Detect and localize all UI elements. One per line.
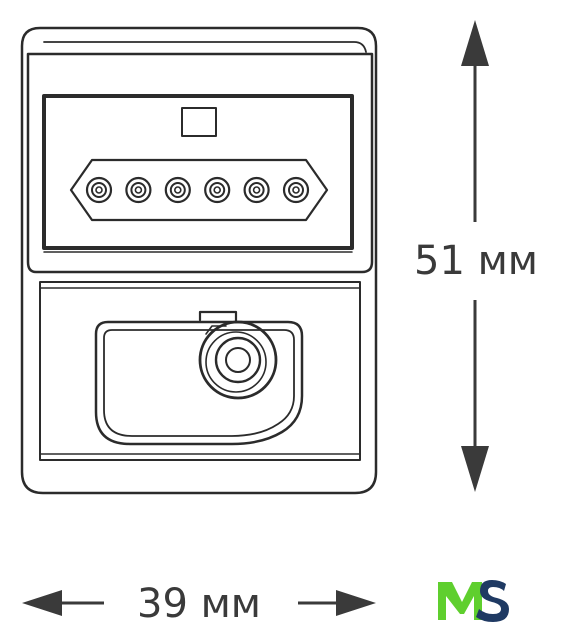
lens-housing-inner (103, 329, 295, 437)
lens-outer-ring (198, 320, 278, 400)
height-label: 51 мм (414, 238, 538, 284)
lower-panel (39, 281, 361, 461)
connector-jack-ring (169, 182, 186, 198)
connector-jack (204, 176, 231, 204)
connector-jack-pin (252, 186, 261, 194)
connector-jack-pin (95, 186, 103, 194)
connector-jack-ring (209, 182, 226, 198)
connector-jack-ring (130, 182, 147, 198)
height-dimension: 51 мм (414, 20, 538, 492)
device-drawing (20, 26, 378, 495)
connector-jack-ring (288, 182, 304, 198)
connector-jack-pin (292, 186, 300, 194)
width-arrow-left-head (22, 590, 62, 616)
connector-group (85, 176, 310, 204)
connector-jack-ring (248, 182, 265, 198)
width-arrow-right-head (336, 590, 376, 616)
lens-glass (225, 347, 251, 373)
width-dimension: 39 мм (22, 581, 376, 627)
connector-jack-pin (174, 186, 182, 194)
connector-jack (164, 176, 191, 204)
height-arrow-up-head (461, 20, 489, 66)
connector-jack (282, 176, 310, 204)
connector-jack-pin (213, 186, 221, 194)
connector-jack-ring (91, 182, 107, 198)
indicator-square (181, 107, 217, 137)
connector-jack-pin (134, 186, 143, 194)
ms-logo (438, 580, 509, 622)
connector-jack (125, 176, 152, 204)
lens-ring-shadow (205, 331, 267, 393)
width-label: 39 мм (137, 581, 261, 627)
lens-mount-tab (198, 310, 238, 324)
lens-housing (94, 320, 304, 446)
upper-panel (26, 52, 374, 274)
connector-jack (85, 176, 113, 204)
housing-inner-top (43, 41, 367, 53)
height-arrow-down-head (461, 446, 489, 492)
logo-letter-s (476, 580, 509, 622)
connector-jack (243, 176, 270, 204)
device-housing (20, 26, 378, 495)
connector-window (42, 94, 354, 250)
lens-middle-ring (214, 336, 262, 384)
logo-letter-m (438, 582, 482, 620)
connector-plate (69, 158, 329, 222)
